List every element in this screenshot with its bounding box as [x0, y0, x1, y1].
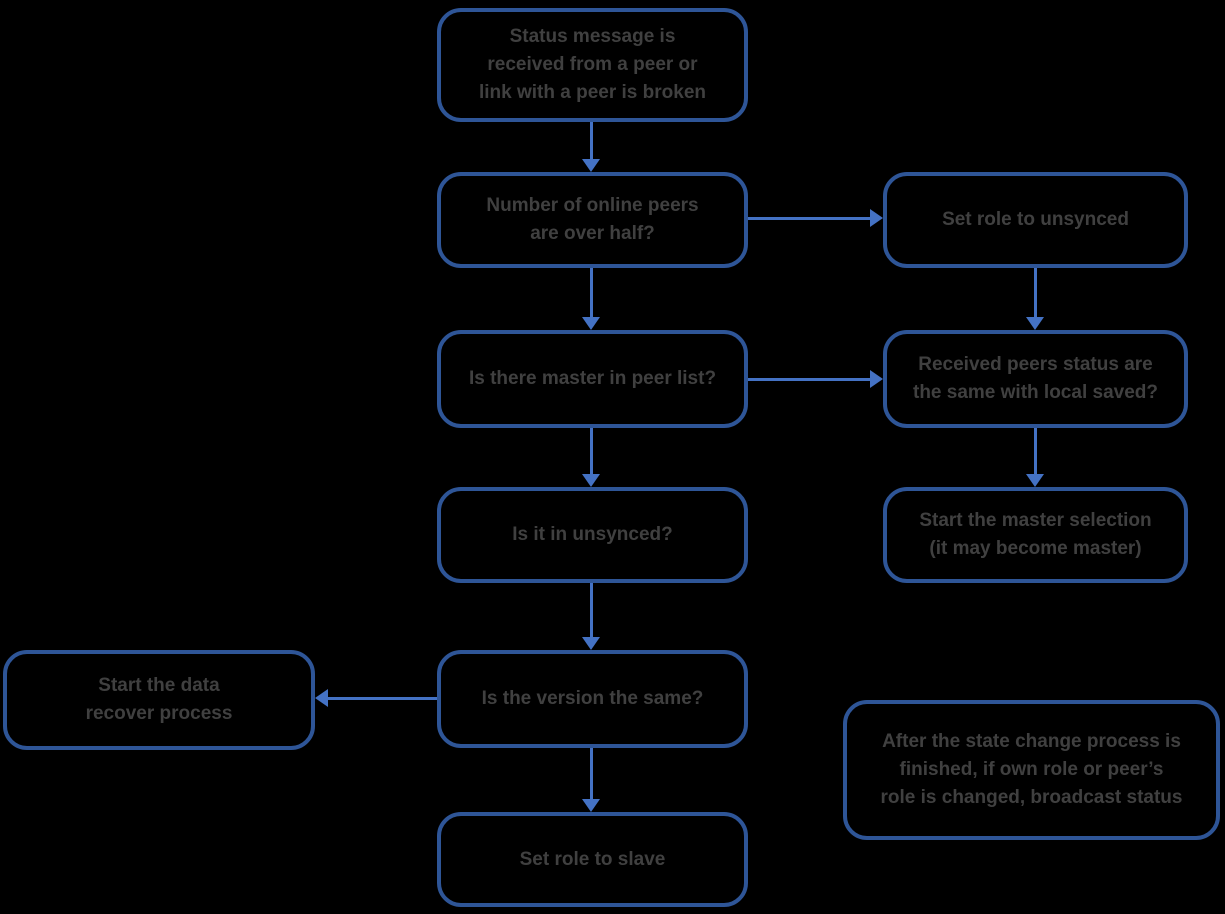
arrow-line — [590, 428, 593, 475]
arrowhead-right-icon — [870, 370, 883, 388]
arrow-line — [590, 268, 593, 318]
flow-node-start-master-selection: Start the master selection (it may becom… — [883, 487, 1188, 583]
flow-node-peers-status-same-label: Received peers status are the same with … — [913, 354, 1158, 403]
arrow-line — [590, 583, 593, 638]
arrowhead-down-icon — [582, 474, 600, 487]
flow-node-set-role-slave-label: Set role to slave — [519, 848, 666, 870]
flow-node-master-in-peer-list: Is there master in peer list? — [437, 330, 748, 428]
flow-node-is-in-unsynced-label: Is it in unsynced? — [512, 524, 673, 545]
flow-node-status-message: Status message is received from a peer o… — [437, 8, 748, 122]
flow-node-peers-status-same: Received peers status are the same with … — [883, 330, 1188, 428]
arrowhead-down-icon — [582, 317, 600, 330]
flow-node-start-master-selection-label: Start the master selection (it may becom… — [919, 510, 1152, 559]
flow-node-online-peers-over-half-label: Number of online peers are over half? — [486, 195, 699, 244]
arrow-line — [748, 378, 871, 381]
arrowhead-down-icon — [582, 159, 600, 172]
arrow-line — [590, 748, 593, 800]
flow-node-version-same: Is the version the same? — [437, 650, 748, 748]
arrowhead-down-icon — [1026, 317, 1044, 330]
arrow-line — [590, 122, 593, 160]
arrowhead-right-icon — [870, 209, 883, 227]
arrow-line — [1034, 268, 1037, 318]
arrowhead-left-icon — [315, 689, 328, 707]
flow-node-set-role-unsynced: Set role to unsynced — [883, 172, 1188, 268]
flow-node-is-in-unsynced: Is it in unsynced? — [437, 487, 748, 583]
arrow-line — [327, 697, 437, 700]
flow-node-version-same-label: Is the version the same? — [481, 688, 704, 709]
flow-node-start-data-recover-label: Start the data recover process — [85, 675, 233, 724]
arrow-line — [748, 217, 871, 220]
arrowhead-down-icon — [582, 637, 600, 650]
arrowhead-down-icon — [582, 799, 600, 812]
flow-node-broadcast-note-label: After the state change process is finish… — [880, 731, 1183, 808]
flow-node-broadcast-note: After the state change process is finish… — [843, 700, 1220, 840]
flow-node-set-role-slave: Set role to slave — [437, 812, 748, 907]
flow-node-online-peers-over-half: Number of online peers are over half? — [437, 172, 748, 268]
arrowhead-down-icon — [1026, 474, 1044, 487]
flow-node-master-in-peer-list-label: Is there master in peer list? — [468, 368, 717, 389]
flow-node-start-data-recover: Start the data recover process — [3, 650, 315, 750]
flow-node-set-role-unsynced-label: Set role to unsynced — [942, 209, 1129, 230]
flow-node-status-message-label: Status message is received from a peer o… — [478, 26, 706, 103]
arrow-line — [1034, 428, 1037, 475]
